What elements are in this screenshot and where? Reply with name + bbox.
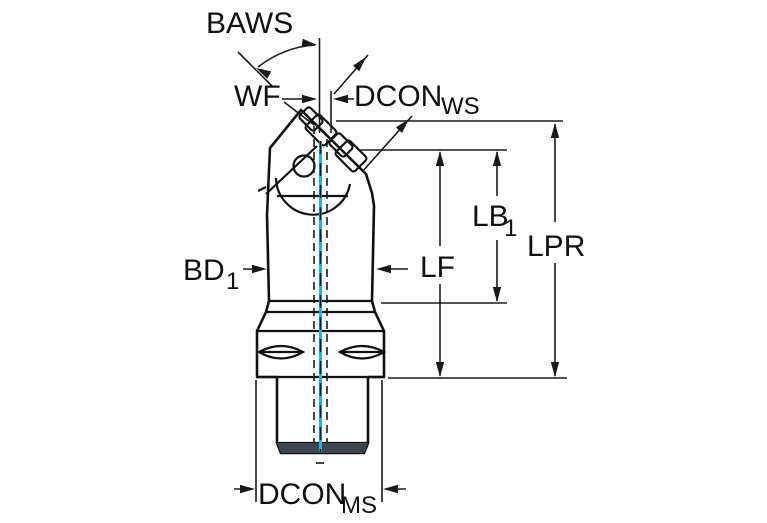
label-wf: WF <box>234 80 281 113</box>
dimension-dcon-ws <box>333 54 413 173</box>
dimension-lpr <box>550 123 560 377</box>
screw-cap-icon <box>328 132 354 158</box>
label-lb1: LB <box>472 200 509 233</box>
dcon-ms-arrowhead-left <box>240 484 255 494</box>
dimension-dcon-ms <box>234 380 406 502</box>
wf-arrowhead-left-pointing <box>333 94 348 104</box>
dimension-wf <box>282 91 354 133</box>
flange-slot-right <box>337 344 387 360</box>
screw-cap-icon <box>298 106 324 132</box>
lf-arrowhead-down <box>435 362 445 377</box>
label-dcon-ws-sub: WS <box>441 93 480 120</box>
extension-lines <box>336 120 567 379</box>
diameter-symbol <box>257 145 318 195</box>
bd1-arrowhead <box>252 264 267 274</box>
lb1-arrowhead-up <box>492 151 502 166</box>
label-lb1-sub: 1 <box>504 215 517 242</box>
label-dcon-ms: DCON <box>258 478 346 511</box>
lb1-arrowhead-down <box>492 287 502 302</box>
baws-boundary-line-upper <box>237 51 273 87</box>
dimension-bd1 <box>243 264 408 274</box>
dimension-baws <box>237 38 318 126</box>
shank-dark-band <box>277 443 368 453</box>
label-baws: BAWS <box>206 7 293 40</box>
label-bd1: BD <box>183 254 225 287</box>
label-lpr: LPR <box>527 230 585 263</box>
label-bd1-sub: 1 <box>226 268 239 295</box>
lpr-arrowhead-up <box>550 123 560 138</box>
body-right-arrowhead <box>376 264 391 274</box>
centerline <box>313 38 328 464</box>
label-lf: LF <box>420 251 455 284</box>
label-dcon-ws: DCON <box>354 80 442 113</box>
lf-arrowhead-up <box>435 151 445 166</box>
baws-boundary-line-lower <box>283 101 315 126</box>
dimension-lf <box>435 151 445 377</box>
label-dcon-ms-sub: MS <box>341 492 377 519</box>
flange-slot-left <box>256 344 306 360</box>
lpr-arrowhead-down <box>550 362 560 377</box>
insert-pocket-arc <box>274 177 352 216</box>
dcon-ms-arrowhead-right <box>383 484 398 494</box>
clamp-screw-lower <box>328 132 368 173</box>
labels: BAWS WF DCON WS BD 1 LF LB 1 LPR DCON MS <box>183 7 585 519</box>
coupling-screws <box>298 106 368 173</box>
dimension-lb1 <box>492 151 502 302</box>
screw-base-icon <box>334 139 368 173</box>
baws-arrowhead-right <box>301 38 318 50</box>
wf-arrowhead-right-pointing <box>302 94 317 104</box>
baws-arc <box>257 44 316 68</box>
